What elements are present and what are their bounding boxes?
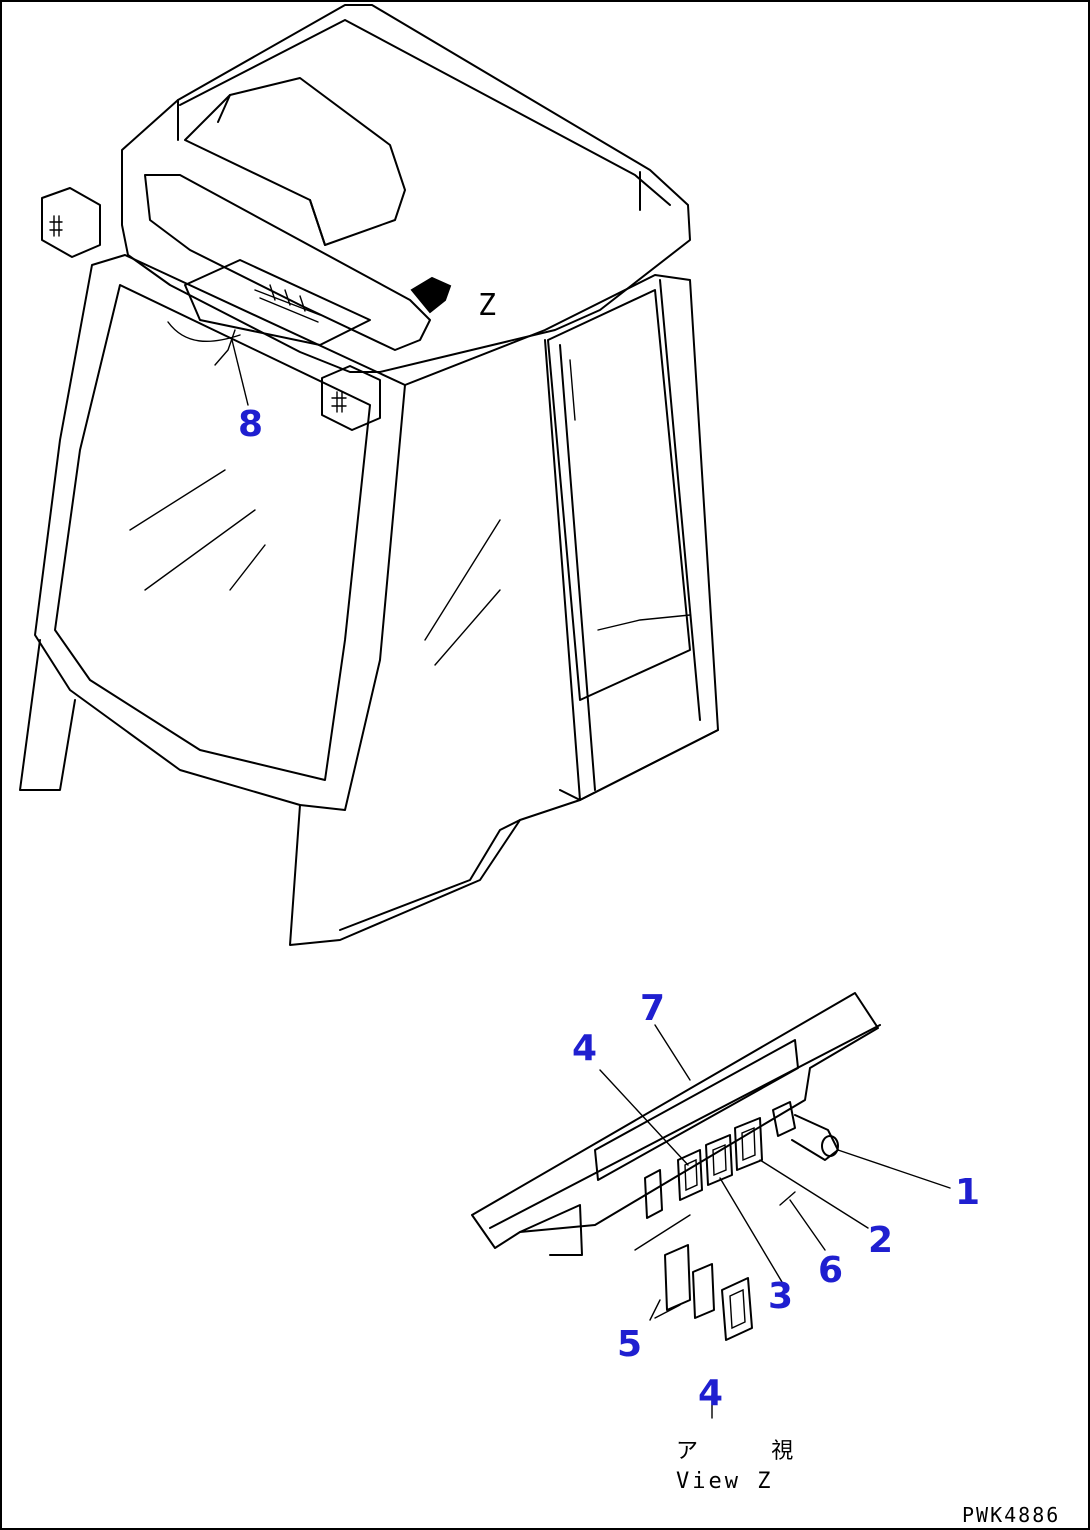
drawing-code: PWK4886 [962,1503,1060,1527]
roof-vent-edge [217,94,326,246]
cab-lower-frame [289,729,719,946]
panel-body [471,992,879,1249]
glass-reflection [129,469,266,591]
callout-6: 6 [818,1250,843,1291]
front-pillar-left [19,639,76,791]
rocker-switch-c [734,1117,763,1171]
work-lamp-left [41,187,101,258]
side-glass-reflection [424,519,501,666]
cover-bracket [634,1214,691,1321]
callout-1: 1 [955,1172,980,1213]
cab-roof-inner [177,19,671,211]
view-caption-jp: ア 視 [676,1439,823,1464]
side-glass [547,289,691,701]
rocker-switch-b [705,1134,733,1186]
callout-5: 5 [617,1324,642,1365]
front-glass [54,284,371,781]
decal-plate [594,1039,799,1181]
view-z-arrow [410,276,452,314]
roof-vent [184,77,406,246]
callout-8: 8 [238,404,263,445]
switch-panel-view-z [471,992,881,1341]
spare-rocker-switch [721,1277,753,1341]
side-handle [569,359,691,631]
blank-cover-1 [664,1244,691,1311]
callout-4-upper: 4 [572,1028,597,1069]
console-switches [254,284,321,323]
work-lamp-right [321,365,381,431]
key-switch [772,1101,839,1161]
panel-front-edge [489,1024,881,1256]
front-console [144,174,431,351]
front-window-frame [34,254,406,811]
view-caption: View Z [676,1469,773,1494]
cab-roof [121,4,691,373]
rear-pillar [544,279,701,801]
callout-4-lower: 4 [698,1373,723,1414]
view-z-arrow-label: Z [478,288,496,323]
callout-3: 3 [768,1276,793,1317]
leader-lines [231,339,951,1419]
door-sill [339,819,521,931]
cab-illustration: Z [19,4,719,946]
rocker-switch-a [677,1149,703,1201]
screw [779,1191,796,1206]
console-harness [167,321,241,366]
blank-slot [644,1169,663,1219]
callout-7: 7 [640,988,665,1029]
callout-2: 2 [868,1220,893,1261]
blank-cover-2 [692,1263,715,1319]
console-panel [184,259,371,346]
